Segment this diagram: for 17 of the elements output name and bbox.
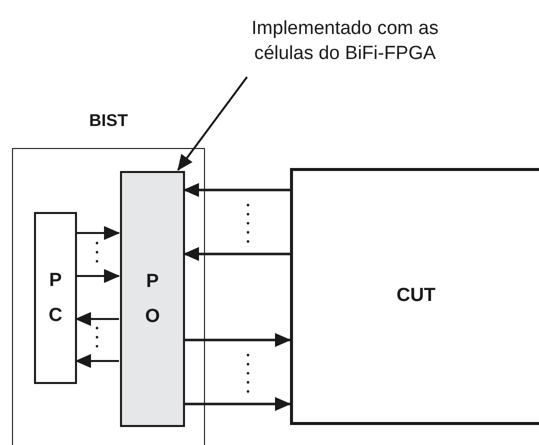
block-label: P C xyxy=(48,269,64,328)
signal-arrow xyxy=(183,183,290,197)
block-label: CUT xyxy=(396,284,436,308)
signal-arrow xyxy=(75,354,119,368)
frame-title: BIST xyxy=(88,111,129,131)
annotation-text: Implementado com as células do BiFi-FPGA xyxy=(250,17,440,66)
signal-arrow xyxy=(184,333,291,347)
block-label: P O xyxy=(144,270,160,329)
circuit-block xyxy=(290,168,539,425)
signal-arrow xyxy=(76,269,120,283)
leader-arrow xyxy=(177,76,248,171)
operative-block xyxy=(120,171,185,427)
signal-arrow xyxy=(184,397,291,411)
control-block xyxy=(34,212,77,384)
signal-arrow xyxy=(76,226,120,240)
signal-arrow xyxy=(75,312,119,326)
signal-arrow xyxy=(183,247,290,261)
